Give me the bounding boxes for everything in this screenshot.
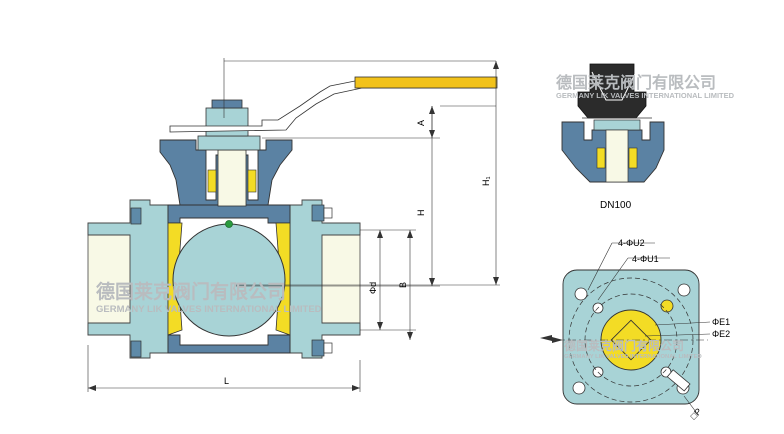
slot	[666, 369, 691, 392]
left-bolts	[130, 207, 142, 358]
stem-nut	[205, 107, 249, 137]
bolt-hole-tr	[677, 283, 691, 297]
stem	[217, 149, 247, 207]
flange-label-u2: 4-ΦU2	[618, 238, 645, 248]
dim-label-H: H	[416, 210, 426, 217]
watermark-top-en: GERMANY LIK VALVES INTERNATIONAL LIMITED	[556, 91, 735, 100]
watermark-top-cn: 德国莱克阀门有限公司	[556, 73, 716, 92]
packing-right	[247, 169, 257, 193]
dim-label-H1: H₁	[481, 176, 491, 186]
watermark-flange-en: GERMANY LIK VALVES INTERNATIONAL LIMITED	[564, 354, 702, 360]
dim-label-B: B	[398, 282, 408, 288]
watermark-main: 德国莱克阀门有限公司 GERMANY LIK VALVES INTERNATIO…	[96, 280, 322, 315]
gland	[197, 135, 261, 151]
center-body-bottom	[167, 334, 291, 354]
dn100-stem	[605, 129, 629, 183]
flange-view: 4-ΦU2 4-ΦU1 ΦE1 ΦE2 □P	[540, 238, 730, 421]
dn100-packing-left	[596, 147, 606, 169]
watermark-main-cn: 德国莱克阀门有限公司	[96, 280, 286, 303]
stem-top	[211, 99, 243, 109]
ball	[172, 223, 286, 337]
flange-label-u1: 4-ΦU1	[632, 254, 659, 264]
flange-arrows	[540, 335, 563, 343]
dn100-detail: DN100	[561, 63, 665, 211]
bolt-hole-bl	[572, 381, 586, 395]
watermark-top: 德国莱克阀门有限公司 GERMANY LIK VALVES INTERNATIO…	[556, 73, 735, 100]
flange-label-e2: ΦE2	[712, 329, 730, 339]
leader-lines	[587, 242, 711, 413]
main-valve-section: A H H₁ Φd B L	[87, 58, 500, 392]
dimension-arrows	[88, 61, 499, 391]
dn100-gland	[593, 119, 641, 131]
packing-left	[207, 169, 217, 193]
square-drive	[610, 319, 652, 361]
bolt-hole-inner-tr	[660, 299, 674, 313]
dn100-handle-grip	[591, 71, 637, 101]
flange-label-e1: ΦE1	[712, 317, 730, 327]
bolt-hole-tl	[574, 287, 588, 301]
watermark-flange-cn: 德国莱克阀门有限公司	[564, 338, 684, 353]
stem-center-dot	[225, 220, 233, 228]
dim-label-L: L	[224, 376, 229, 386]
dn100-label: DN100	[600, 200, 632, 211]
left-body-end	[87, 199, 169, 359]
dn100-packing-right	[628, 147, 638, 169]
right-body-end	[289, 199, 361, 359]
handle-grip	[354, 76, 498, 89]
watermark-main-en: GERMANY LIK VALVES INTERNATIONAL LIMITED	[96, 304, 322, 315]
dim-label-A: A	[416, 120, 426, 126]
watermark-flange: 德国莱克阀门有限公司 GERMANY LIK VALVES INTERNATIO…	[564, 338, 702, 360]
flange-label-p: □P	[688, 406, 703, 421]
right-bolts	[311, 204, 333, 357]
dim-label-phi-d: Φd	[368, 282, 378, 294]
